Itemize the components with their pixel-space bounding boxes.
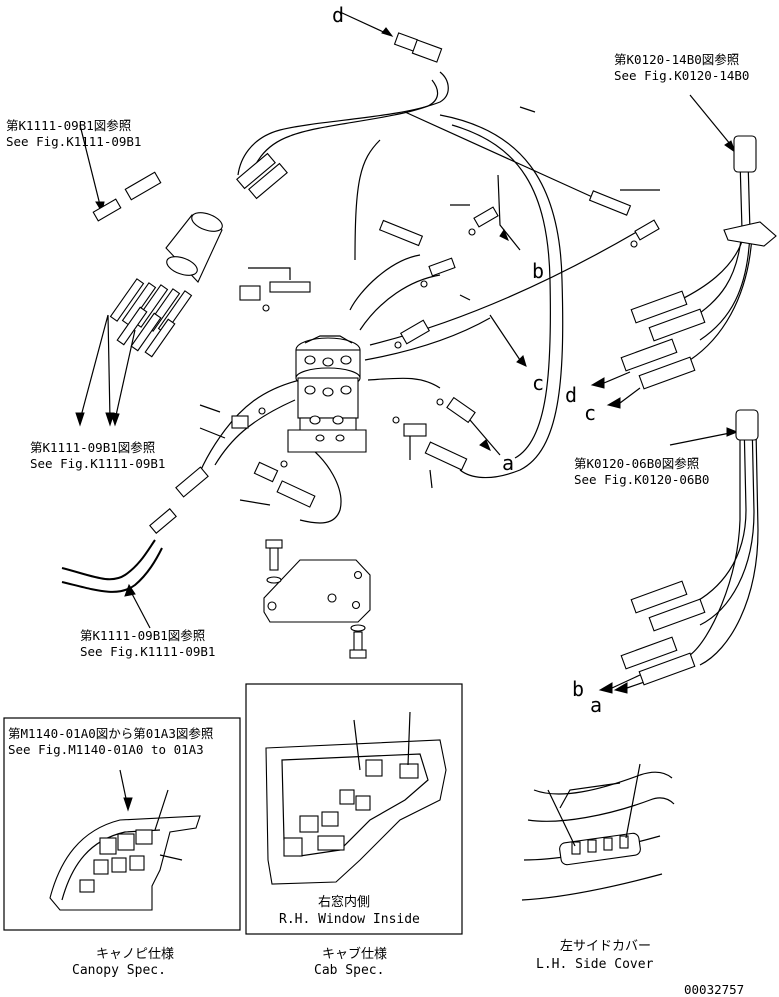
canopy-spec-jp: キャノピ仕様 — [96, 947, 174, 962]
callout-d-top: d — [332, 3, 344, 27]
cab-spec-en: Cab Spec. — [314, 963, 384, 978]
ref-k0120-06b0-jp: 第K0120-06B0図参照 — [574, 456, 699, 471]
ref-k0120-14b0-en: See Fig.K0120-14B0 — [614, 68, 749, 83]
fittings — [92, 32, 777, 686]
figure-references: 第K0120-14B0図参照 See Fig.K0120-14B0 第K1111… — [6, 52, 749, 659]
callout-d-right: d — [565, 383, 577, 407]
ref-k1111-09b1-bot-en: See Fig.K1111-09B1 — [80, 644, 215, 659]
ref-k0120-14b0-jp: 第K0120-14B0図参照 — [614, 52, 739, 67]
callout-c-right: c — [584, 401, 596, 425]
swivel-joint — [287, 335, 367, 453]
cab-spec-jp: キャブ仕様 — [322, 946, 387, 962]
callout-a-right: a — [590, 693, 602, 717]
window-inside-en: R.H. Window Inside — [279, 912, 420, 927]
ref-k1111-09b1-mid-en: See Fig.K1111-09B1 — [30, 456, 165, 471]
callout-letters: d b c a d c b a — [332, 3, 602, 717]
inset-side-cover: 左サイドカバー L.H. Side Cover — [521, 763, 675, 972]
callout-c: c — [532, 371, 544, 395]
ref-k1111-09b1-mid-jp: 第K1111-09B1図参照 — [30, 440, 155, 455]
ref-m1140-en: See Fig.M1140-01A0 to 01A3 — [8, 742, 204, 757]
hose-lines — [61, 71, 759, 666]
output-arrows — [603, 371, 651, 689]
callout-a: a — [502, 451, 514, 475]
canopy-spec-en: Canopy Spec. — [72, 963, 166, 978]
leader-lines — [79, 11, 736, 809]
window-inside-jp: 右窓内側 — [318, 894, 370, 910]
inset-cab: 右窓内側 R.H. Window Inside キャブ仕様 Cab Spec. — [245, 683, 463, 978]
inset-canopy: 第M1140-01A0図から第01A3図参照 See Fig.M1140-01A… — [3, 717, 241, 978]
side-cover-en: L.H. Side Cover — [536, 957, 654, 972]
ref-k1111-09b1-bot-jp: 第K1111-09B1図参照 — [80, 628, 205, 643]
callout-b: b — [532, 259, 544, 283]
drawing-number: 00032757 — [684, 982, 744, 997]
ref-k1111-09b1-top-jp: 第K1111-09B1図参照 — [6, 118, 131, 133]
ref-k0120-06b0-en: See Fig.K0120-06B0 — [574, 472, 709, 487]
side-cover-jp: 左サイドカバー — [560, 939, 651, 954]
mounting-plate — [263, 539, 371, 659]
callout-b-right: b — [572, 677, 584, 701]
ref-m1140-jp: 第M1140-01A0図から第01A3図参照 — [8, 726, 213, 741]
ref-k1111-09b1-top-en: See Fig.K1111-09B1 — [6, 134, 141, 149]
arrow-heads — [75, 27, 739, 812]
